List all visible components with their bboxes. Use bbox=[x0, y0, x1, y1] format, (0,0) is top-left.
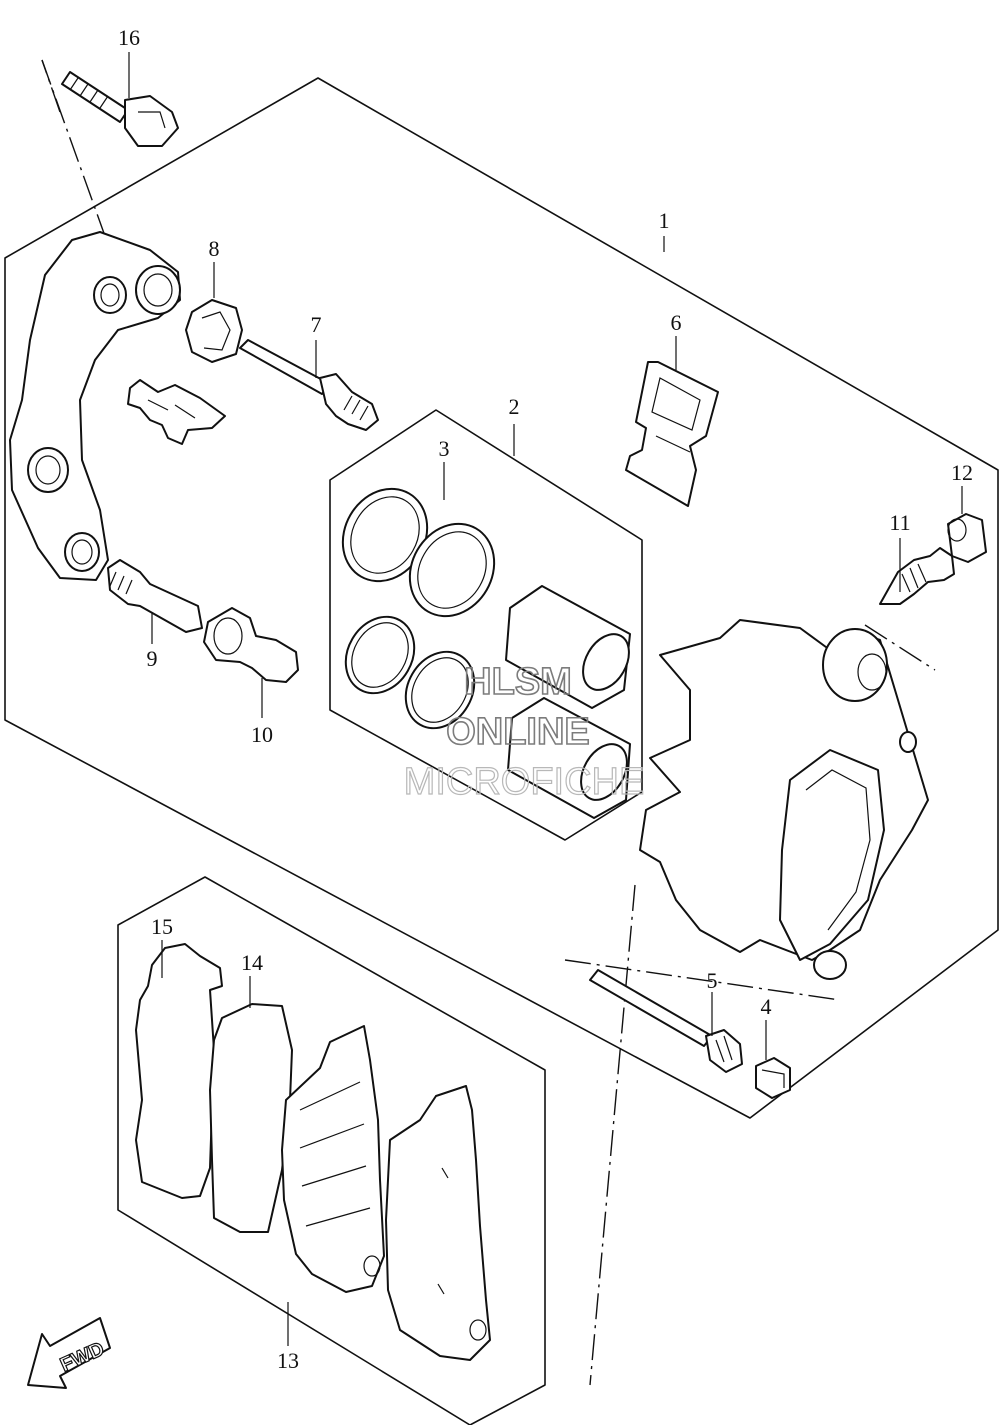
watermark-line-2: ONLINE bbox=[446, 711, 590, 753]
callout-labels: 16 1 8 7 6 2 3 12 11 9 10 15 14 5 4 13 bbox=[118, 25, 973, 1373]
bleeder-valve-11 bbox=[879, 547, 955, 605]
leader-lines bbox=[128, 52, 963, 1346]
callout-5: 5 bbox=[707, 968, 718, 993]
watermark-line-3: MICROFICHE bbox=[404, 761, 645, 803]
callout-3: 3 bbox=[439, 436, 450, 461]
watermark-line-1: HLSM bbox=[464, 661, 572, 703]
fwd-direction-arrow: FWD bbox=[27, 1317, 111, 1389]
callout-6: 6 bbox=[671, 310, 682, 335]
brake-pad-front bbox=[281, 1025, 385, 1293]
piston-seals-3 bbox=[341, 487, 496, 730]
pad-spring-6 bbox=[625, 361, 719, 507]
caliper-assembly-outline bbox=[4, 77, 999, 1119]
pad-shim-14 bbox=[209, 1003, 293, 1233]
plug-4 bbox=[755, 1057, 791, 1099]
slide-pin-7 bbox=[239, 339, 379, 431]
callout-15: 15 bbox=[151, 914, 173, 939]
watermark: HLSM ONLINE MICROFICHE bbox=[403, 660, 645, 803]
bleeder-cap-12 bbox=[947, 513, 987, 563]
callout-12: 12 bbox=[951, 460, 973, 485]
boot-10 bbox=[203, 607, 299, 683]
pad-set-outline bbox=[117, 876, 546, 1425]
callout-2: 2 bbox=[509, 394, 520, 419]
bolt-16 bbox=[61, 71, 179, 147]
callout-16: 16 bbox=[118, 25, 140, 50]
boot-8 bbox=[185, 299, 243, 363]
pad-spring-clip bbox=[127, 379, 226, 445]
callout-11: 11 bbox=[889, 510, 910, 535]
callout-7: 7 bbox=[311, 312, 322, 337]
pin-bolt-5 bbox=[589, 969, 743, 1073]
caliper-body bbox=[639, 619, 929, 980]
pistons bbox=[505, 585, 631, 819]
callout-10: 10 bbox=[251, 722, 273, 747]
pad-shim-15 bbox=[135, 943, 223, 1199]
callout-13: 13 bbox=[277, 1348, 299, 1373]
seal-kit-outline bbox=[329, 409, 643, 841]
callout-14: 14 bbox=[241, 950, 263, 975]
brake-pad-rear bbox=[385, 1085, 491, 1361]
caliper-bracket bbox=[9, 231, 181, 581]
group-outlines bbox=[4, 77, 999, 1425]
callout-8: 8 bbox=[209, 236, 220, 261]
callout-9: 9 bbox=[147, 646, 158, 671]
callout-1: 1 bbox=[659, 208, 670, 233]
callout-4: 4 bbox=[761, 994, 772, 1019]
slide-pin-9 bbox=[107, 559, 203, 633]
